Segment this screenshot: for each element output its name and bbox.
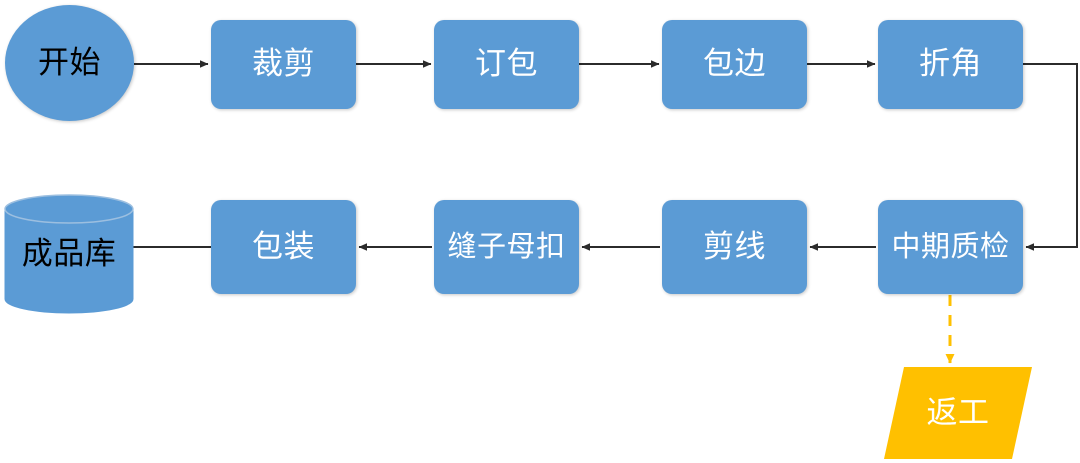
node-start[interactable]: 开始 bbox=[5, 5, 134, 121]
node-trimming-label: 剪线 bbox=[703, 228, 766, 264]
node-trimming[interactable]: 剪线 bbox=[662, 200, 807, 294]
node-start-label: 开始 bbox=[38, 44, 101, 80]
node-snap-button-label: 缝子母扣 bbox=[447, 230, 566, 263]
node-cutting-label: 裁剪 bbox=[252, 46, 315, 82]
node-stapling-label: 订包 bbox=[475, 46, 538, 82]
node-rework[interactable]: 返工 bbox=[884, 367, 1032, 459]
node-corner-label: 折角 bbox=[919, 46, 982, 82]
node-snap-button[interactable]: 缝子母扣 bbox=[434, 200, 579, 294]
node-hemming-label: 包边 bbox=[703, 46, 766, 82]
parallelogram-shape-icon bbox=[884, 367, 1032, 459]
node-cutting[interactable]: 裁剪 bbox=[211, 20, 356, 109]
node-hemming[interactable]: 包边 bbox=[662, 20, 807, 109]
node-packing[interactable]: 包装 bbox=[211, 200, 356, 294]
node-midterm-qc[interactable]: 中期质检 bbox=[878, 200, 1023, 294]
edge-corner-to-qc bbox=[1023, 63, 1078, 251]
node-stapling[interactable]: 订包 bbox=[434, 20, 579, 109]
node-finished-goods-warehouse-label: 成品库 bbox=[21, 235, 117, 271]
node-finished-goods-warehouse[interactable]: 成品库 bbox=[4, 194, 134, 314]
node-corner[interactable]: 折角 bbox=[878, 20, 1023, 109]
cylinder-shape-icon bbox=[4, 194, 134, 314]
node-midterm-qc-label: 中期质检 bbox=[891, 230, 1010, 263]
node-rework-label: 返工 bbox=[926, 394, 990, 430]
node-packing-label: 包装 bbox=[252, 228, 315, 264]
